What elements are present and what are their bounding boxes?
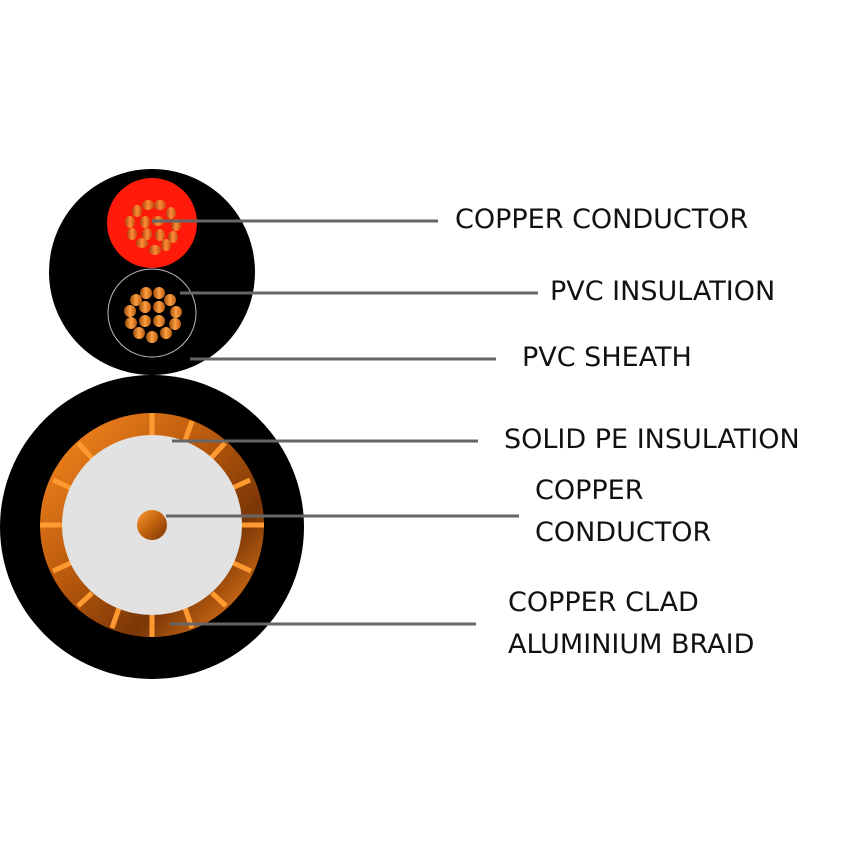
- coax-cable-section: [0, 375, 304, 679]
- label-pvc-sheath: PVC SHEATH: [522, 342, 692, 373]
- pvc-insulation-ring: [107, 268, 197, 358]
- label-copper-clad-aluminium-braid: COPPER CLAD ALUMINIUM BRAID: [508, 587, 755, 660]
- label-copper-conductor: COPPER CONDUCTOR: [455, 204, 749, 235]
- label-solid-pe-insulation: SOLID PE INSULATION: [504, 424, 800, 455]
- coax-copper-conductor: [137, 510, 167, 540]
- leader-lines: [152, 219, 538, 626]
- braid-segment-marks: [40, 413, 264, 637]
- red-pvc-insulation: [107, 178, 197, 268]
- black-conductor-strands: [124, 287, 182, 343]
- power-cable-section: [49, 169, 255, 375]
- label-pvc-insulation: PVC INSULATION: [550, 276, 776, 307]
- label-coax-copper-conductor: COPPER CONDUCTOR: [535, 475, 712, 548]
